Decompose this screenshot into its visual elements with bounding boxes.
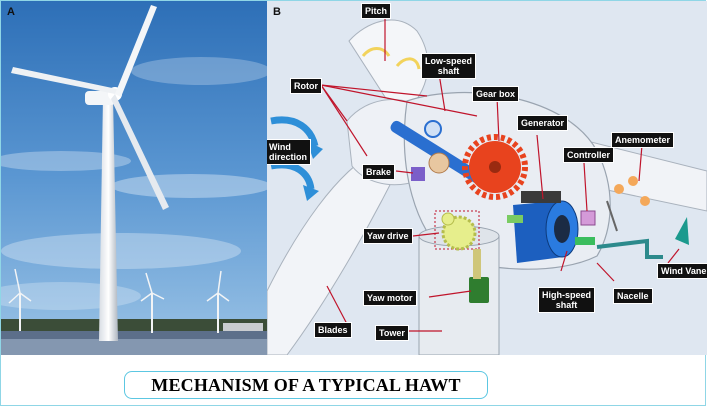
label-gear-box: Gear box [472,86,520,102]
gear-box-shape [462,134,528,200]
label-wind-direction-line2: direction [269,152,308,162]
label-brake: Brake [362,164,396,180]
label-high-speed-shaft: High-speed shaft [538,287,596,313]
label-yaw-drive: Yaw drive [363,228,413,244]
panel-b-diagram: B Pitch Rotor Low-speed shaft Gear box G… [267,1,707,355]
yaw-motor-shape [469,277,489,303]
label-pitch: Pitch [361,3,392,19]
panel-a-letter: A [7,6,15,18]
figure-caption: MECHANISM OF A TYPICAL HAWT [124,371,488,399]
label-yaw-motor: Yaw motor [363,290,417,306]
wind-vane-shape [675,217,689,245]
label-wind-direction: Wind direction [267,139,312,165]
label-low-speed-shaft: Low-speed shaft [421,53,477,79]
label-high-speed-shaft-line1: High-speed [542,290,592,300]
wind-turbine-photo [1,1,267,355]
label-anemometer: Anemometer [611,132,675,148]
label-wind-direction-line1: Wind [269,142,291,152]
label-low-speed-shaft-line1: Low-speed [425,56,473,66]
label-tower: Tower [375,325,409,341]
generator-shape [513,191,579,263]
label-controller: Controller [563,147,615,163]
label-high-speed-shaft-line2: shaft [555,300,578,310]
label-wind-vane: Wind Vane [657,263,707,279]
label-nacelle: Nacelle [613,288,653,304]
label-blades: Blades [314,322,352,338]
panel-b-letter: B [273,6,281,18]
label-rotor: Rotor [290,78,322,94]
panel-a-photo: A [1,1,267,355]
label-low-speed-shaft-line2: shaft [437,66,460,76]
controller-shape [580,210,596,226]
label-generator: Generator [517,115,569,131]
